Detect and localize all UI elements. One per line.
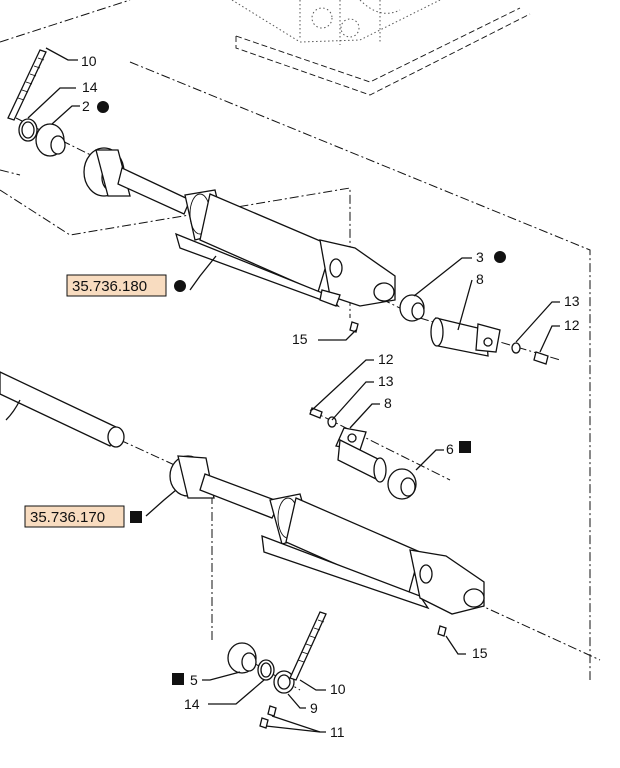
reference-link-upper[interactable]: 35.736.180	[72, 278, 147, 295]
callout-5: 5	[190, 672, 198, 688]
callout-8-mid: 8	[384, 395, 392, 411]
callout-11: 11	[330, 724, 345, 740]
upper-fasteners	[7, 49, 549, 365]
callout-9: 9	[310, 700, 318, 716]
square-bullet-icon	[172, 673, 184, 685]
upper-cylinder	[83, 147, 396, 308]
callout-6: 6	[446, 441, 454, 457]
callout-13-right: 13	[564, 293, 580, 309]
callout-8-right: 8	[476, 271, 484, 287]
callout-labels: 10 14 2 3 8 13 12 15 12 13 8 6 15 5 10 1…	[81, 53, 580, 740]
reference-box-lower[interactable]	[24, 505, 125, 528]
circle-bullet-icon	[174, 280, 186, 292]
callout-12-mid: 12	[378, 351, 394, 367]
callout-15-top: 15	[292, 331, 308, 347]
callout-10-bottom: 10	[330, 681, 346, 697]
callout-12-right: 12	[564, 317, 580, 333]
reference-box-upper[interactable]	[66, 274, 167, 297]
circle-bullet-icon	[97, 101, 109, 113]
lower-fasteners	[227, 321, 447, 729]
axis-lines	[15, 117, 601, 691]
reference-lower[interactable]: 35.736.170	[24, 505, 142, 528]
square-bullet-icon	[130, 511, 142, 523]
callout-10-top: 10	[81, 53, 97, 69]
reference-upper[interactable]: 35.736.180	[66, 274, 186, 297]
phantom-frame	[231, 0, 531, 96]
callout-14-top: 14	[82, 79, 98, 95]
square-bullet-icon	[459, 441, 471, 453]
leader-lines	[27, 47, 560, 733]
reference-link-lower[interactable]: 35.736.170	[30, 509, 105, 526]
callout-14-bottom: 14	[184, 696, 200, 712]
callout-3: 3	[476, 249, 484, 265]
callout-2: 2	[82, 98, 90, 114]
lower-cylinder	[0, 371, 485, 615]
callout-13-mid: 13	[378, 373, 394, 389]
circle-bullet-icon	[494, 251, 506, 263]
callout-15-bottom: 15	[472, 645, 488, 661]
